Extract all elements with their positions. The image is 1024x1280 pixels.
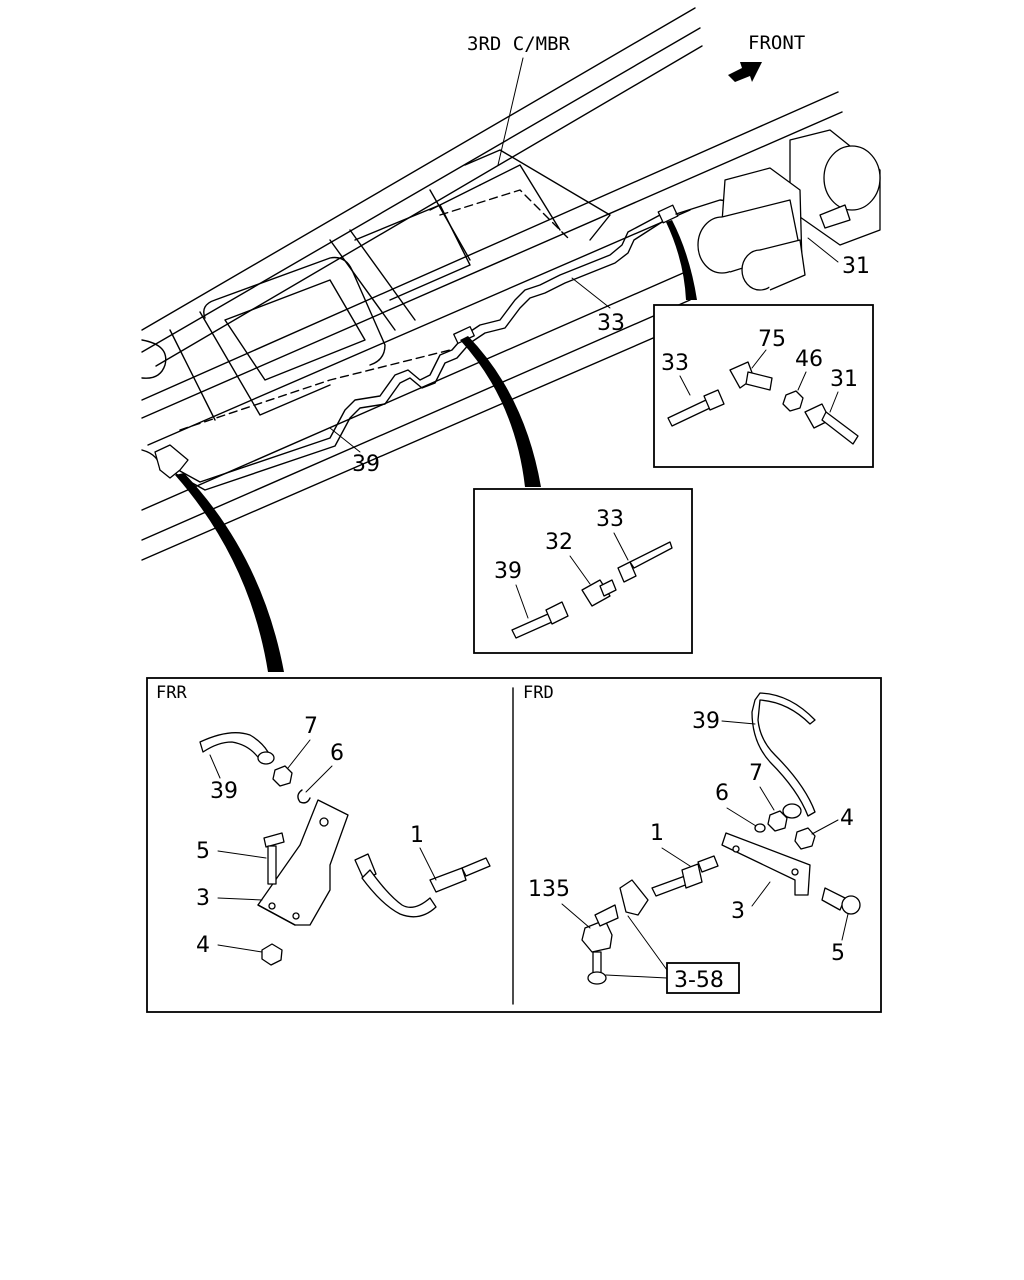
dtr-label-46: 46 [795, 347, 823, 372]
leader-39 [329, 427, 361, 453]
dm-leader-33 [613, 532, 629, 561]
front-label: FRONT [748, 32, 805, 54]
dtr-leader-75 [751, 349, 767, 369]
front-arrow: FRONT [728, 32, 805, 82]
frd-ref-leader-b [627, 915, 668, 971]
frr-label-1: 1 [410, 823, 424, 848]
frd-leader-135 [561, 903, 591, 929]
detail-top-right: 33 75 46 31 [653, 304, 874, 468]
frr-title: FRR [156, 683, 187, 703]
frd-leader-5 [841, 913, 849, 941]
frd-leader-39 [721, 720, 756, 725]
frd-leader-6 [726, 807, 757, 827]
callout-33: 33 [597, 311, 625, 336]
frr-label-3: 3 [196, 886, 210, 911]
frd-label-6: 6 [715, 781, 729, 806]
frr-leader-39 [209, 754, 221, 779]
frr-section: FRR 7 6 39 5 3 4 1 [156, 683, 491, 966]
pointer-detail-middle [460, 336, 541, 487]
frd-leader-7 [759, 786, 775, 811]
frd-section: FRD 3-58 39 7 6 [523, 683, 861, 994]
frr-leader-7 [287, 739, 311, 769]
frd-ref-leader-a [605, 974, 668, 979]
frd-label-135: 135 [528, 877, 570, 902]
detail-middle: 39 32 33 [473, 488, 693, 654]
bottom-detail-panel [146, 677, 882, 1013]
frr-label-7: 7 [304, 714, 318, 739]
frd-ref-label: 3-58 [674, 968, 724, 993]
dm-leader-39 [515, 584, 529, 619]
chassis-frame [141, 7, 843, 561]
frd-label-1: 1 [650, 821, 664, 846]
frd-leader-4 [811, 819, 839, 835]
frd-ref-box [666, 962, 740, 994]
frr-leader-4 [217, 944, 263, 953]
frd-leader-1 [661, 847, 691, 867]
brake-chamber [697, 129, 881, 291]
frd-label-4: 4 [840, 806, 854, 831]
callout-39: 39 [352, 452, 380, 477]
frd-label-39: 39 [692, 709, 720, 734]
dtr-leader-46 [797, 371, 807, 391]
leader-31 [807, 237, 839, 263]
frr-leader-6 [305, 765, 333, 793]
dtr-label-33: 33 [661, 351, 689, 376]
dm-label-32: 32 [545, 530, 573, 555]
leader-33 [571, 277, 611, 309]
frr-label-5: 5 [196, 839, 210, 864]
frd-label-5: 5 [831, 941, 845, 966]
dm-label-39: 39 [494, 559, 522, 584]
frd-label-3: 3 [731, 899, 745, 924]
frr-leader-3 [217, 897, 263, 901]
frd-title: FRD [523, 683, 554, 703]
frr-label-4: 4 [196, 933, 210, 958]
frd-label-7: 7 [749, 761, 763, 786]
dtr-label-75: 75 [758, 327, 786, 352]
frr-leader-1 [419, 847, 437, 881]
dtr-leader-31 [829, 391, 839, 413]
dtr-label-31: 31 [830, 367, 858, 392]
member-leader-line [497, 57, 524, 166]
callout-31: 31 [842, 254, 870, 279]
member-label: 3RD C/MBR [467, 33, 571, 55]
frr-label-6: 6 [330, 741, 344, 766]
frd-leader-3 [751, 881, 771, 907]
frr-leader-5 [217, 850, 267, 859]
dtr-leader-33 [679, 375, 691, 396]
frr-label-39: 39 [210, 779, 238, 804]
dm-leader-32 [569, 555, 591, 585]
pointer-detail-top-right [666, 220, 697, 300]
pointer-detail-bottom [175, 473, 284, 672]
dm-label-33: 33 [596, 507, 624, 532]
